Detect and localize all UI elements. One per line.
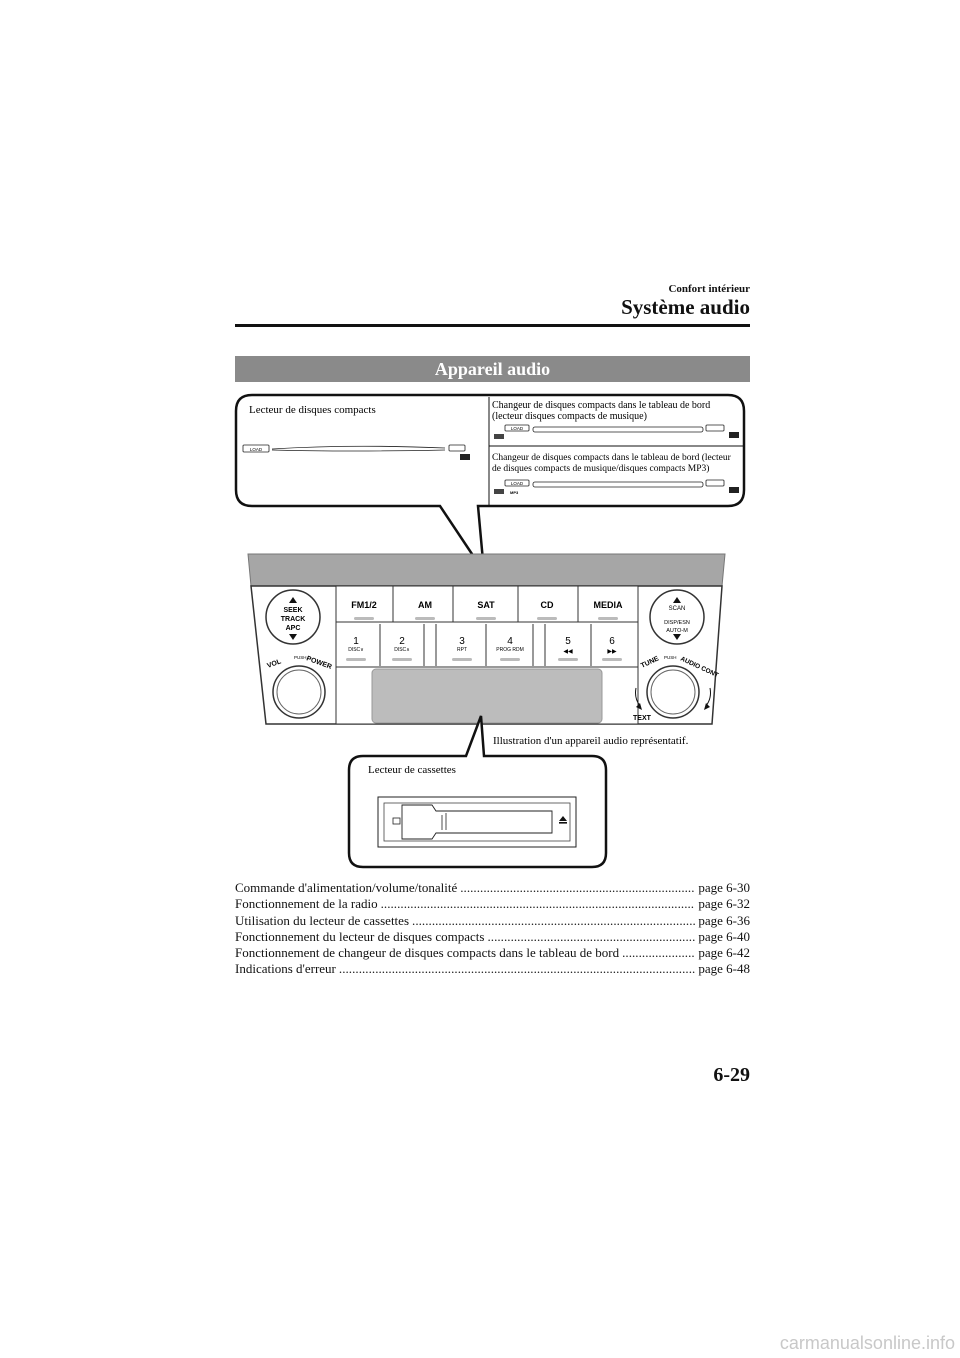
header-rule [235,324,750,327]
page-number: 6-29 [713,1064,750,1086]
fast-forward-icon: ▶▶ [607,649,617,655]
push-label-left: PUSH [294,655,307,660]
preset-buttons: 1 DISC∨ 2 DISC∧ 3 RPT 4 PROG RDM 5 ◀◀ 6 … [346,624,622,666]
preset-1-button[interactable]: 1 [353,636,359,647]
vol-label: VOL [266,658,283,670]
figure-caption: Illustration d'un appareil audio représe… [493,735,689,747]
svg-text:DISP/ESN: DISP/ESN [664,620,690,626]
cd-button[interactable]: CD [541,600,554,610]
preset-1-sub: DISC∨ [348,647,364,653]
fm-button[interactable]: FM1/2 [351,600,377,610]
am-button[interactable]: AM [418,600,432,610]
toc-item[interactable]: Fonctionnement de la radiopage 6-32 [235,896,750,912]
preset-3-button[interactable]: 3 [459,636,465,647]
cd-player-callout: Lecteur de disques compacts Changeur de … [234,393,746,573]
cassette-callout: Lecteur de cassettes [347,715,608,869]
mp3-badge: MP3 [510,490,519,495]
text-button[interactable]: TEXT [633,715,652,722]
up-arrow-icon [673,597,681,603]
changer-mp3-label-2: de disques compacts de musique/disques c… [492,463,709,474]
cd-player-label: Lecteur de disques compacts [249,404,376,416]
toc-item[interactable]: Fonctionnement du lecteur de disques com… [235,929,750,945]
eject-icon [559,816,567,821]
load-button-label: LOAD [511,426,524,431]
scan-disp-auto-button[interactable]: SCAN DISP/ESN AUTO-M [649,589,705,645]
changer-mp3-label-1: Changeur de disques compacts dans le tab… [492,452,732,463]
section-banner: Appareil audio [235,356,750,382]
section-label: Confort intérieur [668,283,750,295]
svg-text:SCAN: SCAN [669,606,686,612]
load-button-label: LOAD [511,481,524,486]
down-arrow-icon [289,634,297,640]
push-label-right: PUSH [664,655,677,660]
audio-panel: FM1/2 AM SAT CD MEDIA 1 DISC∨ 2 DISC∧ 3 [247,553,726,725]
down-arrow-icon [673,634,681,640]
contents-list: Commande d'alimentation/volume/tonalitép… [235,880,750,978]
toc-item[interactable]: Commande d'alimentation/volume/tonalitép… [235,880,750,896]
changer-slot-mp3: LOAD MP3 [494,479,739,495]
preset-4-sub: PROG RDM [496,647,524,653]
changer-slot-music: LOAD [494,424,739,439]
toc-item[interactable]: Indications d'erreurpage 6-48 [235,961,750,977]
rotate-arrow-icon [704,703,710,710]
toc-item[interactable]: Fonctionnement de changeur de disques co… [235,945,750,961]
preset-4-button[interactable]: 4 [507,636,513,647]
cassette-label: Lecteur de cassettes [368,764,456,776]
svg-text:SEEK: SEEK [283,607,302,614]
preset-3-sub: RPT [457,647,467,653]
svg-text:APC: APC [286,625,301,632]
up-arrow-icon [289,597,297,603]
cd-slot: LOAD [242,444,470,460]
preset-2-button[interactable]: 2 [399,636,405,647]
watermark: carmanualsonline.info [779,1333,955,1353]
changer-music-label-2: (lecteur disques compacts de musique) [492,411,647,422]
sat-button[interactable]: SAT [477,600,495,610]
svg-text:AUTO-M: AUTO-M [666,628,688,634]
preset-6-button[interactable]: 6 [609,636,615,647]
svg-text:TRACK: TRACK [281,616,306,623]
tape-direction-icon [392,817,401,825]
cassette-slot [377,796,577,848]
changer-music-label-1: Changeur de disques compacts dans le tab… [492,400,710,411]
media-button[interactable]: MEDIA [594,600,624,610]
volume-knob[interactable] [272,665,326,719]
preset-5-button[interactable]: 5 [565,636,571,647]
preset-2-sub: DISC∧ [394,647,410,653]
tune-knob[interactable] [646,665,700,719]
mode-buttons: FM1/2 AM SAT CD MEDIA [351,586,623,622]
rotate-arrow-icon [636,703,642,710]
seek-track-apc-button[interactable]: SEEK TRACK APC [265,589,321,645]
rewind-icon: ◀◀ [563,649,573,655]
toc-item[interactable]: Utilisation du lecteur de cassettespage … [235,913,750,929]
page-title: Système audio [621,295,750,319]
load-button-label: LOAD [250,447,263,452]
